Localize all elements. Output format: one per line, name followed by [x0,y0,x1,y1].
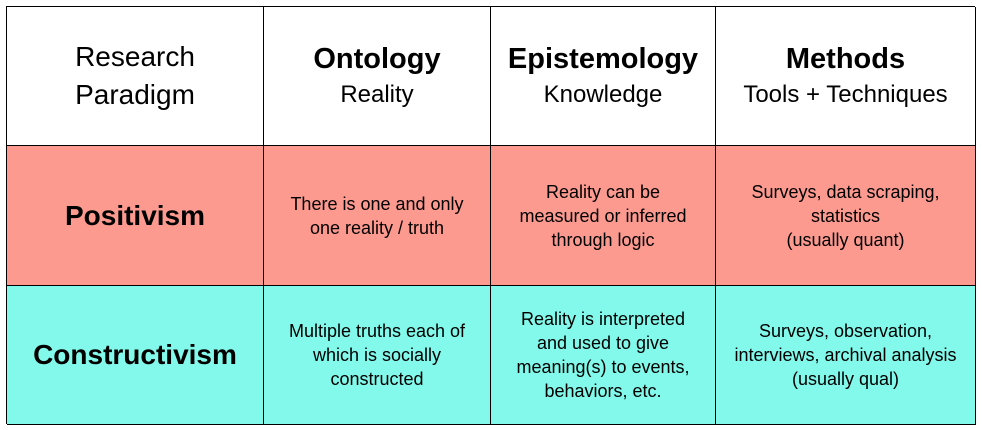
text-line: interviews, archival analysis [734,345,957,365]
text-line: There is one and only [290,193,464,214]
header-ontology: Ontology Reality [264,7,491,146]
text-line: which is socially [312,345,442,365]
text-line: measured or inferred [519,205,687,226]
header-epistemology-subtitle: Knowledge [543,81,663,108]
header-epistemology-title: Epistemology [507,43,699,75]
text-line: Surveys, data scraping, [751,181,940,202]
text-line: (usually quant) [786,229,905,250]
header-ontology-subtitle: Reality [340,81,414,108]
text-line: Multiple truths each of [288,321,466,341]
text-line: and used to give [536,333,670,353]
header-methods: Methods Tools + Techniques [716,7,976,146]
header-paradigm-line1: Research [75,41,195,72]
text-line: Reality is interpreted [520,309,686,329]
text-line: constructed [330,369,424,389]
text-line: through logic [551,229,655,250]
constructivism-label: Constructivism [33,339,237,370]
text-line: one reality / truth [309,217,445,238]
header-ontology-title: Ontology [313,43,441,75]
text-line: meaning(s) to events, [516,357,690,377]
positivism-ontology-cell: There is one and only one reality / trut… [264,146,491,286]
constructivism-ontology-cell: Multiple truths each of which is sociall… [264,286,491,425]
row-label-constructivism: Constructivism [7,286,264,425]
text-line: behaviors, etc. [544,381,662,401]
text-line: Surveys, observation, [758,321,933,341]
text-line: (usually qual) [791,369,900,389]
research-paradigm-table: Research Paradigm Ontology Reality Epist… [6,6,976,425]
constructivism-methods-cell: Surveys, observation, interviews, archiv… [716,286,976,425]
positivism-methods-cell: Surveys, data scraping, statistics (usua… [716,146,976,286]
row-label-positivism: Positivism [7,146,264,286]
header-epistemology: Epistemology Knowledge [491,7,716,146]
header-methods-title: Methods [785,43,906,75]
constructivism-epistemology-cell: Reality is interpreted and used to give … [491,286,716,425]
header-research-paradigm: Research Paradigm [7,7,264,146]
header-methods-subtitle: Tools + Techniques [743,81,948,108]
text-line: Reality can be [545,181,661,202]
text-line: statistics [810,205,880,226]
header-paradigm-line2: Paradigm [75,79,195,110]
positivism-epistemology-cell: Reality can be measured or inferred thro… [491,146,716,286]
positivism-label: Positivism [64,199,206,231]
